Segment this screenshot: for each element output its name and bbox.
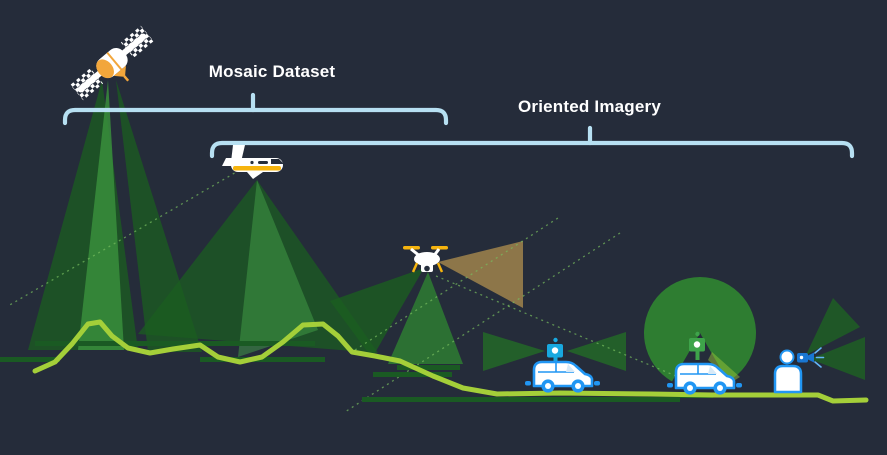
street-van-fov-right: [567, 332, 626, 371]
dome-van-camera-icon: [689, 331, 705, 360]
satellite-icon: [70, 25, 154, 101]
person-fov-right: [810, 337, 865, 380]
dome-360-coverage: [644, 277, 757, 382]
terrain-profile-line: [32, 319, 869, 404]
dome-van-icon: [665, 331, 744, 396]
person-photographer-icon: [773, 347, 825, 394]
annotation-brackets: [62, 92, 855, 159]
drone-camera-lens: [424, 265, 430, 272]
terrain-bar-4: [362, 397, 680, 402]
drone-fov-left: [330, 268, 424, 358]
satellite-beam-bright: [78, 80, 124, 350]
sightline-dashed-2: [344, 232, 621, 413]
person-fov-up: [806, 298, 860, 355]
oriented-imagery-label: Oriented Imagery: [517, 97, 662, 116]
street-van-fov-left: [483, 332, 545, 371]
drone-fov-down: [388, 272, 463, 364]
terrain-bar-3b: [373, 372, 452, 377]
airplane-icon: [222, 145, 284, 179]
drone-icon: [403, 246, 448, 273]
terrain-bar-2a: [0, 357, 60, 362]
drone-fov-oblique-brown: [438, 241, 523, 308]
terrain: [0, 319, 869, 404]
coverage-cones: [28, 80, 865, 382]
terrain-bar-2b: [200, 357, 325, 362]
handheld-camera-icon: [797, 347, 825, 368]
airplane-fov-bright: [238, 180, 318, 357]
mosaic-bracket: [62, 107, 449, 126]
sight-lines: [7, 163, 701, 413]
dome-highlight-streak: [708, 352, 740, 382]
terrain-bar-1: [35, 341, 315, 346]
street-van-camera-icon: [547, 337, 563, 364]
sightline-dashed-4: [354, 217, 559, 351]
street-van-icon: [523, 337, 602, 394]
terrain-bar-3a: [397, 365, 460, 370]
mosaic-dataset-label: Mosaic Dataset: [208, 62, 336, 81]
oriented-bracket: [209, 140, 855, 159]
